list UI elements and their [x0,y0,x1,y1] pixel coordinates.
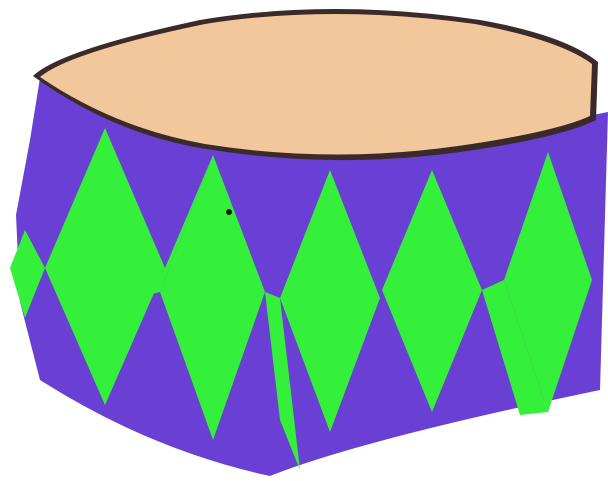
diamond-5 [504,152,592,412]
diamond-4 [382,170,482,412]
diamond-9 [482,280,548,415]
diamond-pattern [10,128,592,470]
diamond-2 [160,155,265,440]
diamond-3 [280,170,380,432]
diamond-1 [45,128,165,405]
speck [226,209,232,215]
drum-top [40,14,592,155]
diamond-6 [10,230,45,318]
diamond-8 [265,292,300,470]
